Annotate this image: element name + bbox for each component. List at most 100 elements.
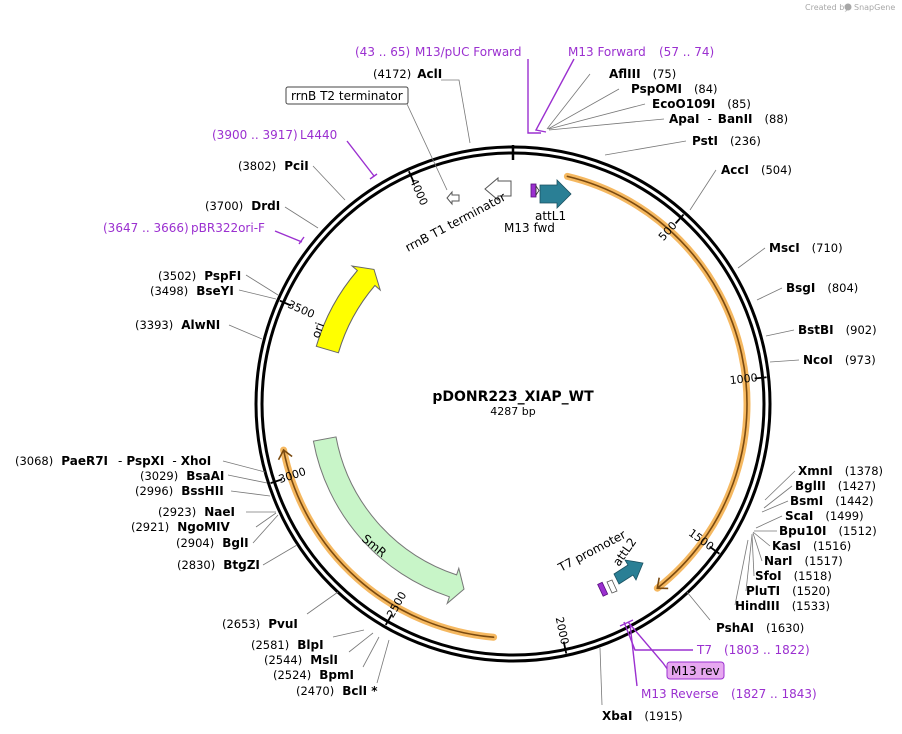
- leader-ecoo109i: [548, 103, 646, 130]
- leader-bstbi: [765, 329, 795, 337]
- site-paer7i-pspxi-xhoi[interactable]: (3068)PaeR7I-PspXI-XhoI: [15, 454, 211, 468]
- smr-feature[interactable]: [312, 436, 465, 605]
- site-nari[interactable]: NarI(1517): [764, 554, 843, 568]
- primer-t7-range: (1803 .. 1822): [724, 643, 810, 657]
- m13-rev-feature[interactable]: [597, 581, 609, 597]
- site-xbai-pos: (1915): [644, 709, 682, 723]
- leader-ngomiv: [255, 512, 277, 528]
- leader-pspfi: [245, 274, 279, 296]
- site-drdi-pos: (3700): [205, 199, 243, 213]
- site-psppomi[interactable]: PspOMI(84): [631, 82, 718, 96]
- primer-l4440-name: L4440: [300, 128, 337, 142]
- site-alwni-name: AlwNI: [181, 318, 220, 332]
- site-acli[interactable]: (4172)AclI: [373, 67, 442, 81]
- site-pluti[interactable]: PluTI(1520): [746, 584, 830, 598]
- site-ngomiv[interactable]: (2921)NgoMIV: [131, 520, 231, 534]
- site-acli-name: AclI: [417, 67, 442, 81]
- site-separator: -: [707, 112, 711, 126]
- tick-mark: [279, 299, 292, 307]
- site-naei[interactable]: (2923)NaeI: [158, 505, 235, 519]
- site-pspfi-name: PspFI: [204, 269, 241, 283]
- site-bpu10i[interactable]: Bpu10I(1512): [779, 524, 877, 538]
- leader-kasi: [752, 531, 771, 547]
- site-scai-name: ScaI: [785, 509, 813, 523]
- site-bcli-pos: (2470): [296, 684, 334, 698]
- site-afliii[interactable]: AflIII(75): [609, 67, 676, 81]
- site-msli[interactable]: (2544)MslI: [264, 653, 338, 667]
- attl1-feature[interactable]: [539, 179, 572, 209]
- ori-feature[interactable]: [315, 265, 382, 354]
- m13-fwd-arrowhead-icon: [535, 184, 540, 197]
- leader-psppomi: [547, 88, 620, 130]
- site-pshai[interactable]: PshAI(1630): [716, 621, 804, 635]
- site-separator: -: [172, 454, 176, 468]
- rrnb-t2-terminator-label: rrnB T2 terminator: [291, 89, 403, 103]
- m13-reverse-marker: [629, 623, 638, 687]
- site-kasi-pos: (1516): [813, 539, 851, 553]
- site-leader-lines: [222, 73, 800, 706]
- features: ori SmR: [309, 176, 644, 605]
- primer-pbr322ori-f-range: (3647 .. 3666): [103, 221, 189, 235]
- t7-tick: [619, 619, 634, 627]
- leader-xmni: [764, 470, 796, 501]
- site-bglii[interactable]: BglII(1427): [795, 479, 876, 493]
- site-bsshii[interactable]: (2996)BssHII: [135, 484, 224, 498]
- site-bsaai[interactable]: (3029)BsaAI: [140, 469, 224, 483]
- insert-arrowhead-2: [277, 448, 293, 461]
- site-pvui[interactable]: (2653)PvuI: [222, 617, 298, 631]
- m13-forward-marker: [534, 58, 575, 133]
- site-scai[interactable]: ScaI(1499): [785, 509, 864, 523]
- site-msci-name: MscI: [769, 241, 800, 255]
- site-pcii[interactable]: (3802)PciI: [238, 159, 309, 173]
- site-drdi-name: DrdI: [251, 199, 280, 213]
- site-pspfi[interactable]: (3502)PspFI: [158, 269, 241, 283]
- site-bcli[interactable]: (2470) BclI *: [296, 684, 378, 698]
- primer-m13-puc-forward-name: M13/pUC Forward: [415, 45, 522, 59]
- site-bsgi[interactable]: BsgI(804): [786, 281, 858, 295]
- site-hindiii-name: HindIII: [735, 599, 780, 613]
- site-ecoo109i[interactable]: EcoO109I(85): [652, 97, 751, 111]
- site-blpi[interactable]: (2581)BlpI: [251, 638, 324, 652]
- primer-m13-rev-name: M13 rev: [671, 664, 720, 678]
- site-drdi[interactable]: (3700) DrdI: [205, 199, 280, 213]
- primer-t7-name: T7: [696, 643, 712, 657]
- site-bpu10i-pos: (1512): [838, 524, 876, 538]
- leader-pvui: [306, 591, 339, 615]
- site-acci[interactable]: AccI(504): [721, 163, 792, 177]
- site-psti-name: PstI: [692, 134, 718, 148]
- site-bgli[interactable]: (2904)BglI: [176, 536, 249, 550]
- site-apai-banii[interactable]: ApaI-BanII(88): [669, 112, 788, 126]
- site-xbai[interactable]: XbaI(1915): [602, 709, 683, 723]
- site-psppomi-name: PspOMI: [631, 82, 682, 96]
- rrnb-t2-terminator-feature[interactable]: [446, 190, 460, 206]
- site-bsmi[interactable]: BsmI(1442): [790, 494, 874, 508]
- site-naei-pos: (2923): [158, 505, 196, 519]
- tick-mark: [270, 478, 283, 484]
- attl2-feature[interactable]: [613, 559, 644, 585]
- site-kasi[interactable]: KasI(1516): [772, 539, 851, 553]
- site-msci[interactable]: MscI(710): [769, 241, 843, 255]
- site-sfoi[interactable]: SfoI(1518): [755, 569, 832, 583]
- site-acci-name: AccI: [721, 163, 749, 177]
- site-hindiii[interactable]: HindIII(1533): [735, 599, 830, 613]
- site-bstbi[interactable]: BstBI(902): [798, 323, 877, 337]
- site-xmni-pos: (1378): [845, 464, 883, 478]
- t7-promoter-feature[interactable]: [606, 579, 618, 594]
- t7-marker: [623, 621, 693, 651]
- site-ncoi[interactable]: NcoI(973): [803, 353, 876, 367]
- site-bseyi-name: BseYI: [196, 284, 234, 298]
- site-bsaai-pos: (3029): [140, 469, 178, 483]
- m13-rev-box: [666, 661, 725, 680]
- rrnb-t1-terminator-feature[interactable]: [484, 176, 512, 202]
- site-ncoi-name: NcoI: [803, 353, 833, 367]
- tick-mark: [674, 213, 685, 224]
- site-bpmi[interactable]: (2524)BpmI: [273, 668, 354, 682]
- site-bcli-name: BclI *: [342, 684, 378, 698]
- site-bseyi[interactable]: (3498)BseYI: [150, 284, 234, 298]
- site-alwni[interactable]: (3393)AlwNI: [135, 318, 220, 332]
- m13-fwd-feature[interactable]: [530, 183, 537, 198]
- site-psti[interactable]: PstI(236): [692, 134, 761, 148]
- site-btgzi[interactable]: (2830)BtgZI: [177, 558, 260, 572]
- site-xmni[interactable]: XmnI(1378): [798, 464, 883, 478]
